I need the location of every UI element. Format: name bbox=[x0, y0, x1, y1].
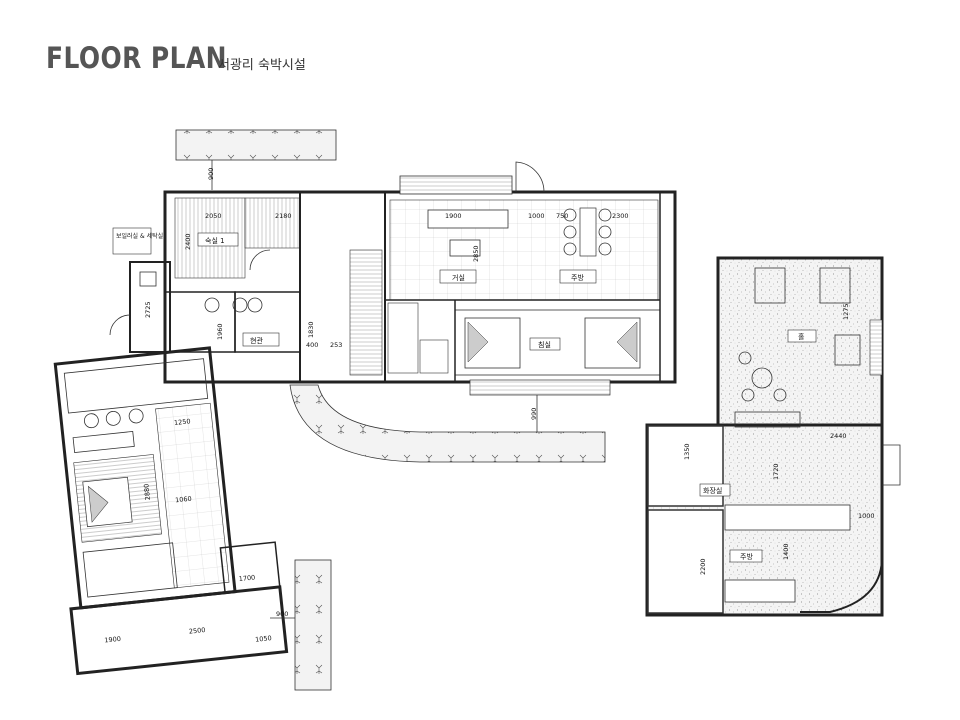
dim-2440: 2440 bbox=[830, 432, 847, 440]
dim-2300: 2300 bbox=[612, 212, 629, 220]
planter-left bbox=[294, 559, 332, 691]
dim-750: 750 bbox=[556, 212, 568, 220]
label-bedroom: 침실 bbox=[538, 340, 551, 349]
dim-2500: 2500 bbox=[189, 626, 206, 636]
label-restroom: 화장실 bbox=[703, 486, 722, 495]
dim-1400: 1400 bbox=[782, 543, 790, 560]
left-building: 1250 2880 1060 1700 1900 2500 1050 bbox=[53, 346, 289, 676]
dim-990: 990 bbox=[530, 408, 538, 420]
dim-1960: 1960 bbox=[216, 323, 224, 340]
dim-1830: 1830 bbox=[307, 321, 315, 338]
dim-1000: 1000 bbox=[528, 212, 545, 220]
label-kitchen: 주방 bbox=[571, 273, 584, 282]
dim-1250: 1250 bbox=[174, 417, 191, 427]
dim-900-top: 900 bbox=[207, 168, 215, 180]
planter-top bbox=[175, 129, 337, 161]
dim-2200: 2200 bbox=[699, 558, 707, 575]
page-title: FLOOR PLAN bbox=[46, 41, 227, 75]
dim-2880: 2880 bbox=[142, 483, 152, 500]
dim-900-mid: 900 bbox=[276, 610, 288, 618]
dim-1350: 1350 bbox=[683, 443, 691, 460]
dim-2050: 2050 bbox=[205, 212, 222, 220]
label-hall: 홀 bbox=[798, 332, 805, 341]
page-subtitle: 서광리 숙박시설 bbox=[218, 58, 306, 73]
dim-2180: 2180 bbox=[275, 212, 292, 220]
dim-1720: 1720 bbox=[772, 463, 780, 480]
label-cafe-kitchen: 주방 bbox=[740, 552, 753, 561]
dim-400: 400 bbox=[306, 341, 318, 349]
dim-2400: 2400 bbox=[184, 233, 192, 250]
dim-2725: 2725 bbox=[144, 301, 152, 318]
label-living: 거실 bbox=[452, 273, 465, 282]
dim-1900b: 1900 bbox=[104, 635, 121, 645]
label-laundry: 보일러실 & 세탁실 bbox=[116, 232, 163, 240]
right-building: 홀 화장실 주방 1275 2440 1720 1350 1400 2200 1… bbox=[645, 256, 901, 617]
dim-1000b: 1000 bbox=[858, 512, 875, 520]
label-bedroom1: 숙실 1 bbox=[205, 236, 225, 245]
dim-2850: 2850 bbox=[472, 245, 480, 262]
main-building: 숙실 1 보일러실 & 세탁실 현관 거실 주방 침실 2050 2180 24… bbox=[109, 161, 677, 432]
dim-253: 253 bbox=[330, 341, 342, 349]
label-entrance: 현관 bbox=[250, 336, 263, 345]
curved-planter bbox=[289, 384, 606, 463]
dim-1275: 1275 bbox=[842, 303, 850, 320]
dim-1900a: 1900 bbox=[445, 212, 462, 220]
dim-1700: 1700 bbox=[238, 573, 255, 583]
dim-1060: 1060 bbox=[175, 495, 192, 505]
dim-1050: 1050 bbox=[255, 634, 272, 644]
